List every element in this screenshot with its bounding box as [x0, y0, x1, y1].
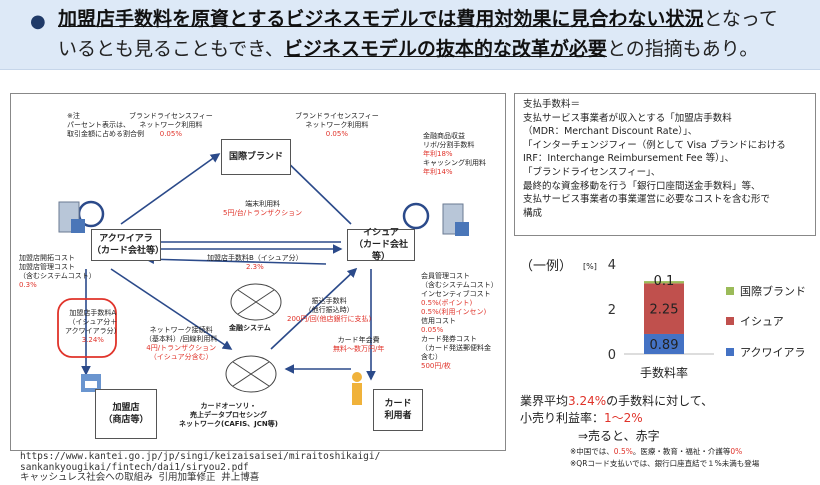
chart-xlabel: 手数料率 [640, 366, 689, 380]
chart-title: （一例） [520, 259, 573, 274]
industry-average-note: 業界平均3.24%の手数料に対して、 [520, 394, 714, 408]
diagram-arrows [57, 152, 469, 405]
acquirer-costs-label: 加盟店開拓コスト加盟店管理コスト（含むシステムコスト）0.3% [19, 254, 96, 289]
payment-flow-diagram: ※注パーセント表示は、取引金額に占める割合例 国際ブランド アクワイアラ（カード… [10, 93, 506, 451]
legend-acquirer: アクワイアラ [726, 344, 805, 360]
merchant-fee-b-label: 加盟店手数料B（イシュア分）2.3% [207, 254, 303, 271]
qr-note: ※QRコード支払いでは、銀行口座直結で１%未満も登場 [570, 459, 760, 468]
source-url: https://www.kantei.go.jp/jp/singi/keizai… [20, 451, 381, 483]
data-label-2: 0.1 [654, 274, 675, 289]
diagram-note: ※注パーセント表示は、取引金額に占める割合例 [67, 112, 144, 138]
header-banner: ● 加盟店手数料を原資とするビジネスモデルでは費用対効果に見合わない状況となって… [0, 0, 820, 70]
merchant-box: 加盟店（商店等） [95, 389, 157, 439]
conclusion-note: ⇒売ると、赤字 [578, 429, 660, 443]
y-tick-label: 0 [608, 348, 616, 363]
retail-margin-note: 小売り利益率：1～2% [520, 411, 643, 425]
international-brand-box: 国際ブランド [221, 139, 291, 175]
fee-rate-chart: 0 2 4 0.89 2.25 0.1 [608, 258, 714, 363]
payment-fee-title: 支払手数料＝ [523, 99, 581, 110]
server-icon-right [442, 203, 469, 236]
merchant-fee-a-label: 加盟店手数料A（イシュア分＋アクワイアラ分）3.24% [65, 309, 121, 344]
bar-segment-2 [644, 281, 684, 284]
issuer-income-label: 金融商品収益リボ/分割手数料年利18%キャッシング利用料年利14% [423, 132, 486, 176]
bar-segment-0 [644, 333, 684, 354]
chart-ylabel: [%] [583, 262, 597, 271]
settlement-system-label: 金融システム [229, 324, 271, 332]
y-tick-label: 2 [608, 303, 616, 318]
y-tick-label: 4 [608, 258, 616, 273]
acquirer-box: アクワイアラ（カード会社等） [91, 229, 164, 261]
shop-icon [81, 374, 101, 392]
person-icon [352, 372, 362, 405]
transfer-fee-label: 振込手数料（他行振込時）200円/回(他店銀行に支払) [287, 297, 372, 323]
headline-line-2: いるとも見ることもでき、ビジネスモデルの抜本的な改革が必要との指摘もあり。 [58, 38, 759, 60]
bullet-icon: ● [30, 11, 46, 32]
annual-fee-label: カード年会費無料～数万円/年 [333, 336, 385, 353]
source-credit: キャッシュレス社会への取組み 引用加筆修正 井上博喜 [20, 472, 260, 483]
issuer-box: イシュア（カード会社等） [347, 228, 415, 262]
card-user-box: カード利用者 [373, 389, 423, 431]
china-note: ※中国では、0.5%。医療・教育・福祉・介護等0% [570, 447, 743, 456]
data-label-0: 0.89 [650, 338, 679, 353]
card-network-label: カードオーソリ・売上データプロセシングネットワーク(CAFIS、JCN等) [179, 402, 278, 428]
legend-brand: 国際ブランド [726, 283, 806, 299]
headline-line-1: 加盟店手数料を原資とするビジネスモデルでは費用対効果に見合わない状況となって [58, 8, 778, 30]
bar-segment-1 [644, 283, 684, 334]
data-label-1: 2.25 [650, 303, 679, 318]
legend-issuer: イシュア [726, 313, 784, 329]
server-icon-left [58, 201, 85, 233]
payment-fee-definition: 支払手数料＝ 支払サービス事業者が収入とする「加盟店手数料 （MDR：Merch… [514, 93, 816, 236]
